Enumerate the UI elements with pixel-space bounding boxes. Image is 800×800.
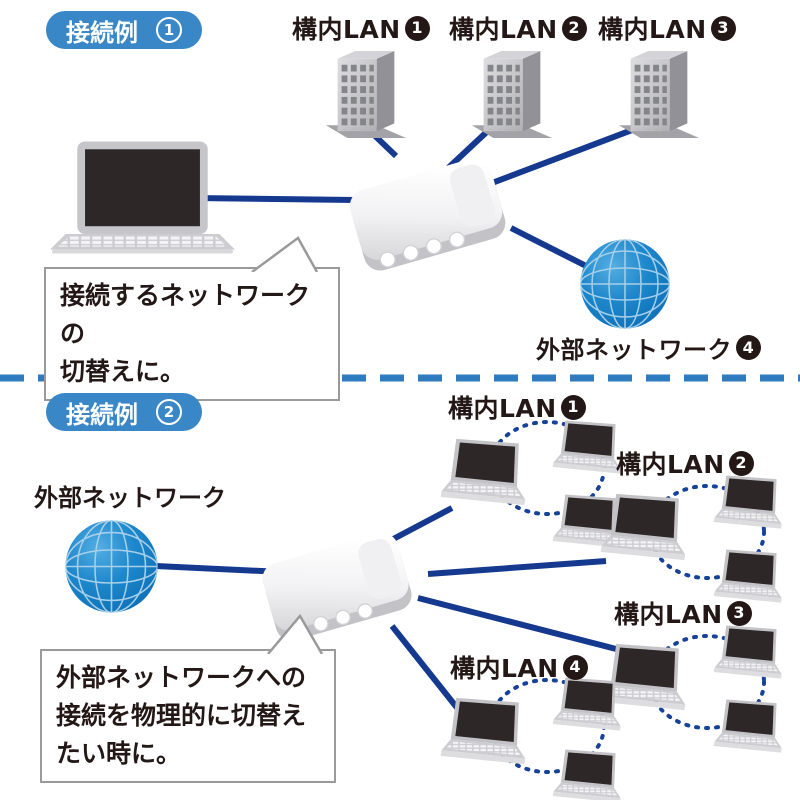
bubble-1-tail — [251, 236, 319, 272]
example-1-badge-label: 接続例 — [66, 18, 138, 47]
laptop-icon-lan3-node2 — [710, 698, 784, 763]
lan2-bottom-number-icon: 2 — [728, 450, 754, 476]
lan3-number-icon: 3 — [710, 15, 736, 41]
callout-bubble-2: 外部ネットワークへの 接続を物理的に切替え たい時に。 — [40, 649, 336, 783]
label-external-network-top-text: 外部ネットワーク — [536, 336, 732, 364]
wire-switch2-to-lan2 — [427, 558, 607, 577]
laptop-icon-lan4-main — [436, 696, 528, 777]
label-lan1-bottom: 構内LAN 1 — [448, 389, 586, 425]
lan4-bottom-number-icon: 4 — [562, 654, 588, 680]
laptop-icon-lan2-main — [596, 492, 688, 573]
external-number-icon: 4 — [736, 335, 761, 360]
label-lan3-bottom: 構内LAN 3 — [614, 595, 752, 631]
building-icon-lan1 — [322, 46, 410, 141]
laptop-icon-lan3-node1 — [710, 624, 784, 689]
globe-icon-external-2 — [63, 518, 160, 615]
lan3-bottom-number-icon: 3 — [726, 600, 752, 626]
wire-laptop-to-switch — [192, 195, 356, 203]
wire-switch-to-external-globe — [509, 225, 596, 273]
laptop-icon-client — [50, 140, 235, 255]
lan1-number-icon: 1 — [404, 15, 430, 41]
example-2-badge-label: 接続例 — [66, 400, 138, 429]
wire-switch-to-lan3-building — [482, 124, 642, 189]
bubble-2-tail — [267, 614, 324, 654]
label-lan4-bottom-text: 構内LAN — [450, 654, 559, 683]
switch-icon-example1 — [342, 152, 532, 274]
example-2-badge: 接続例 2 — [46, 393, 202, 431]
label-lan1-top: 構内LAN 1 — [292, 10, 430, 46]
laptop-icon-lan2-node1 — [710, 474, 784, 539]
label-lan1-top-text: 構内LAN — [292, 15, 401, 44]
example-2-badge-number: 2 — [156, 399, 182, 425]
wire-switch-to-lan2-building — [443, 124, 495, 173]
lan2-number-icon: 2 — [561, 15, 587, 41]
wire-globe-to-switch2 — [155, 563, 283, 575]
label-lan2-bottom-text: 構内LAN — [616, 450, 725, 479]
label-lan2-bottom: 構内LAN 2 — [616, 445, 754, 481]
building-icon-lan3 — [615, 46, 703, 141]
bubble-1-line-1: 接続するネットワークの — [60, 281, 311, 348]
label-lan3-bottom-text: 構内LAN — [614, 600, 723, 629]
label-external-network-top: 外部ネットワーク 4 — [536, 330, 761, 365]
laptop-icon-lan1-main — [436, 437, 528, 518]
bubble-2-line-2: 接続を物理的に切替え — [56, 701, 307, 730]
bubble-2-line-3: たい時に。 — [56, 739, 182, 768]
bubble-2-line-1: 外部ネットワークへの — [56, 663, 307, 692]
bubble-1-line-2: 切替えに。 — [60, 357, 186, 386]
laptop-icon-lan1-node1 — [549, 419, 623, 484]
example-1-badge-number: 1 — [156, 17, 182, 43]
label-external-network-bottom: 外部ネットワーク — [34, 484, 226, 512]
laptop-icon-lan4-node1 — [549, 676, 623, 741]
example-1-badge: 接続例 1 — [46, 11, 202, 49]
lan1-bottom-number-icon: 1 — [560, 394, 586, 420]
laptop-icon-lan4-node2 — [549, 748, 623, 800]
label-lan3-top: 構内LAN 3 — [598, 10, 736, 46]
building-icon-lan2 — [468, 46, 556, 141]
label-lan3-top-text: 構内LAN — [598, 15, 707, 44]
globe-icon-external-1 — [578, 237, 672, 331]
label-lan4-bottom: 構内LAN 4 — [450, 649, 588, 685]
label-lan2-top-text: 構内LAN — [449, 15, 558, 44]
wire-switch2-to-lan3 — [417, 595, 625, 654]
label-lan1-bottom-text: 構内LAN — [448, 394, 557, 423]
label-lan2-top: 構内LAN 2 — [449, 10, 587, 46]
callout-bubble-1: 接続するネットワークの 切替えに。 — [44, 267, 340, 401]
wire-switch2-to-lan4 — [389, 624, 461, 711]
